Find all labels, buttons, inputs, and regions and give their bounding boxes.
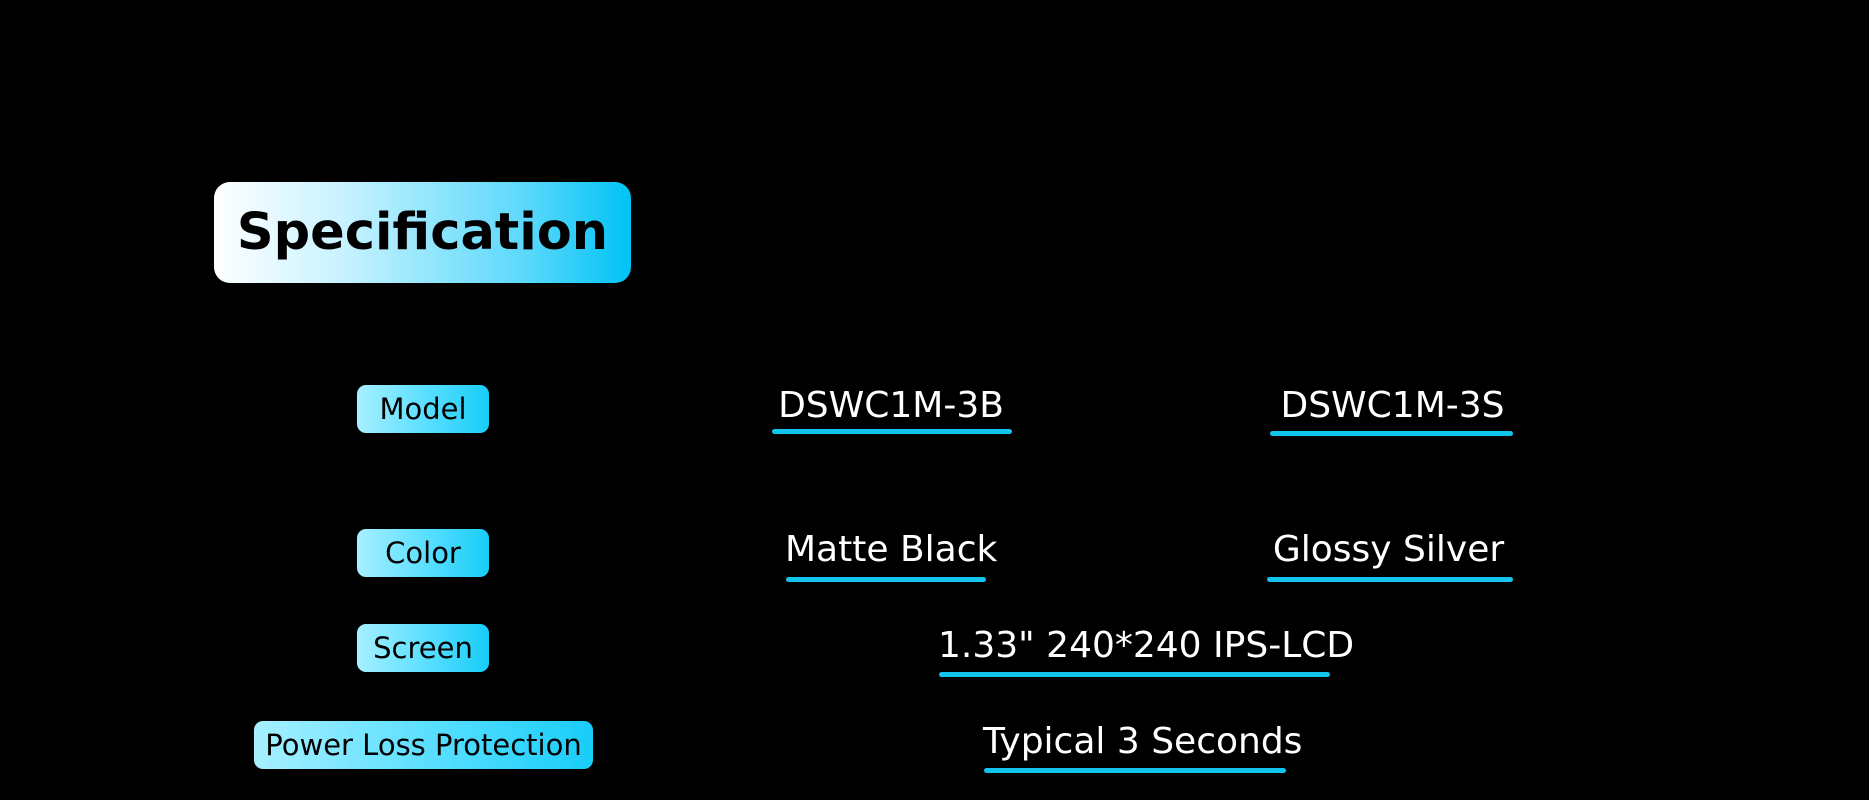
label-model: Model xyxy=(357,385,489,433)
value-screen: 1.33" 240*240 IPS-LCD xyxy=(938,625,1355,666)
underline-color-silver xyxy=(1267,577,1513,582)
page-title: Specification xyxy=(236,203,609,262)
underline-color-black xyxy=(786,577,986,582)
underline-screen xyxy=(939,672,1330,677)
value-model-silver: DSWC1M-3S xyxy=(1280,385,1505,426)
underline-model-silver xyxy=(1270,431,1513,436)
value-color-silver: Glossy Silver xyxy=(1272,529,1505,570)
spec-title-badge: Specification xyxy=(214,182,631,283)
value-model-black: DSWC1M-3B xyxy=(778,385,1004,426)
value-power-loss-protection: Typical 3 Seconds xyxy=(983,721,1303,762)
label-color: Color xyxy=(357,529,489,577)
value-color-black: Matte Black xyxy=(785,529,998,570)
underline-model-black xyxy=(772,429,1012,434)
underline-power-loss-protection xyxy=(984,768,1286,773)
label-power-loss-protection: Power Loss Protection xyxy=(254,721,593,769)
label-screen: Screen xyxy=(357,624,489,672)
